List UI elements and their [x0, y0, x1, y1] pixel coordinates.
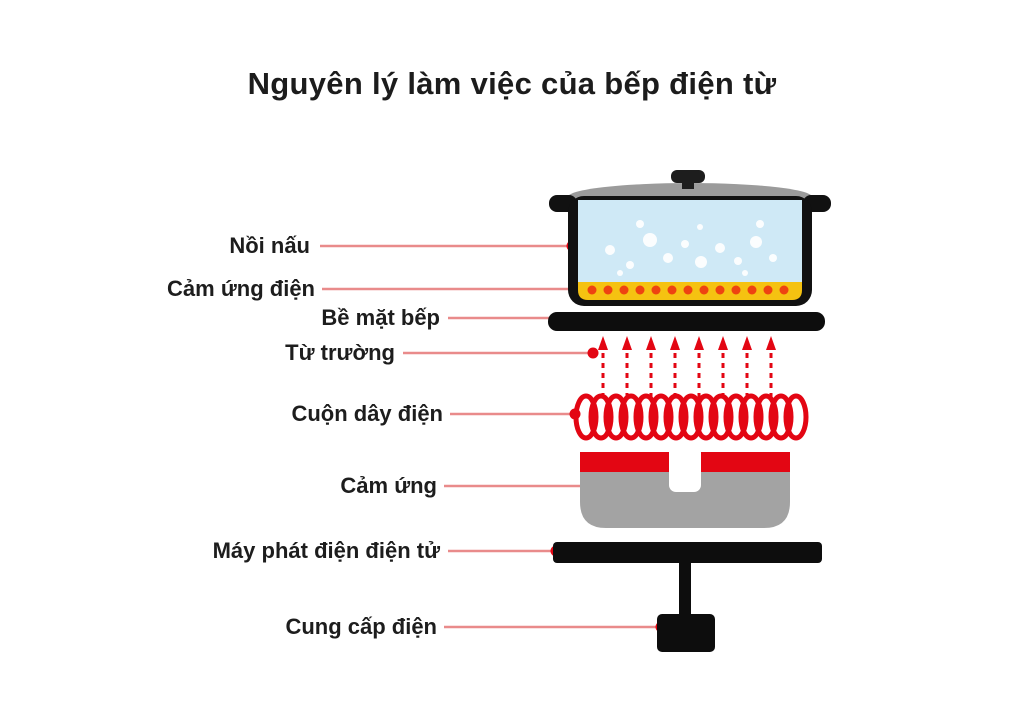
leader-dot-tu-truong	[587, 347, 599, 359]
water-bubbles	[605, 220, 777, 276]
diagram-title: Nguyên lý làm việc của bếp điện từ	[247, 66, 777, 101]
label-may-phat: Máy phát điện điện tử	[212, 538, 440, 563]
pot-illustration	[549, 170, 831, 306]
label-tu-truong: Từ trường	[285, 340, 395, 365]
cooktop-surface	[548, 312, 825, 331]
pot-lid-knob	[671, 170, 705, 183]
label-be-mat-bep: Bề mặt bếp	[321, 305, 440, 330]
label-cam-ung-dien: Cảm ứng điện	[167, 276, 315, 301]
leader-lines	[320, 244, 658, 629]
power-supply	[657, 563, 715, 652]
induction-body-notch	[669, 446, 701, 492]
power-plug	[657, 614, 715, 652]
power-cord	[679, 563, 691, 617]
electronic-generator-bar	[553, 542, 822, 563]
induction-body-red-band-right	[701, 452, 790, 472]
magnetic-field-arrows	[598, 336, 776, 398]
pot-water	[578, 200, 802, 284]
label-cuon-day-dien: Cuộn dây điện	[291, 401, 443, 426]
label-cam-ung: Cảm ứng	[340, 473, 437, 498]
label-cung-cap-dien: Cung cấp điện	[285, 614, 437, 639]
label-noi-nau: Nồi nấu	[229, 233, 310, 258]
pot-lid-knob-stem	[682, 180, 694, 189]
eddy-current-dots	[587, 285, 789, 295]
induction-coil	[573, 393, 809, 441]
induction-body-red-band-left	[580, 452, 669, 472]
induction-body	[580, 446, 790, 528]
